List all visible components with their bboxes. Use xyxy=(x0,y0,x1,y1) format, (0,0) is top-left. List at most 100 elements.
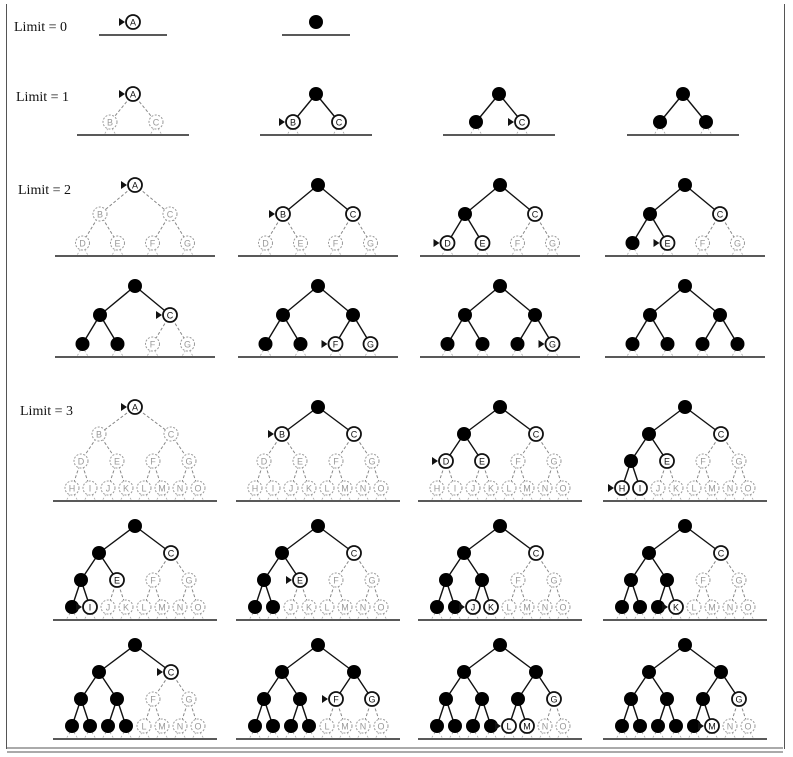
expanded-node-circle xyxy=(714,665,728,679)
node-C xyxy=(347,665,361,679)
node-G xyxy=(730,337,745,351)
expanded-node-circle xyxy=(643,207,657,221)
frontier-node-circle xyxy=(127,177,143,193)
node-B xyxy=(92,546,106,560)
tree-edge xyxy=(463,406,501,435)
node-letter: L xyxy=(324,603,329,613)
node-L: L xyxy=(686,599,702,615)
frontier-node-circle xyxy=(109,572,125,588)
node-letter: D xyxy=(78,457,85,467)
frontier-node-circle xyxy=(713,426,729,442)
frontier-node-circle xyxy=(328,691,344,707)
node-A xyxy=(311,638,325,652)
node-G: G xyxy=(731,572,747,588)
expanded-node-circle xyxy=(293,692,307,706)
unvisited-node-circle xyxy=(695,235,710,251)
node-letter: N xyxy=(727,484,734,494)
node-D: D xyxy=(432,453,454,469)
node-F: F xyxy=(695,572,711,588)
frontier-node-circle xyxy=(704,718,720,734)
node-letter: B xyxy=(280,210,286,220)
node-letter: A xyxy=(132,181,138,191)
limit-2-step-7: G xyxy=(420,279,580,358)
unvisited-node-circle xyxy=(722,480,738,496)
node-J: J xyxy=(650,480,666,496)
node-letter: C xyxy=(168,430,175,440)
unvisited-node-circle xyxy=(256,453,272,469)
node-letter: N xyxy=(360,484,367,494)
node-A xyxy=(309,15,323,29)
node-B xyxy=(642,665,656,679)
node-letter: G xyxy=(549,239,556,249)
node-letter: E xyxy=(479,239,485,249)
unvisited-node-circle xyxy=(686,480,702,496)
node-G: G xyxy=(364,572,380,588)
expanded-node-circle xyxy=(687,719,701,733)
expanded-node-circle xyxy=(83,719,97,733)
node-F: F xyxy=(328,453,344,469)
unvisited-node-circle xyxy=(154,480,170,496)
node-N: N xyxy=(355,599,371,615)
expanded-node-circle xyxy=(458,308,472,322)
node-letter: D xyxy=(262,239,269,249)
unvisited-node-circle xyxy=(190,718,206,734)
node-E: E xyxy=(109,453,125,469)
unvisited-node-circle xyxy=(545,235,560,251)
node-M: M xyxy=(154,718,170,734)
frontier-node-circle xyxy=(364,691,380,707)
unvisited-node-circle xyxy=(100,480,116,496)
node-G: G xyxy=(546,453,562,469)
node-H xyxy=(65,719,79,733)
unvisited-node-circle xyxy=(162,206,178,222)
node-letter: E xyxy=(297,576,303,586)
node-letter: K xyxy=(123,603,129,613)
node-H xyxy=(430,719,444,733)
node-letter: J xyxy=(106,603,111,613)
node-B xyxy=(457,546,471,560)
node-B xyxy=(653,115,667,129)
node-letter: L xyxy=(506,722,511,732)
next-node-marker-icon xyxy=(662,603,668,611)
expanded-node-circle xyxy=(311,178,325,192)
unvisited-node-circle xyxy=(429,480,445,496)
unvisited-node-circle xyxy=(180,336,195,352)
node-C xyxy=(714,665,728,679)
node-N: N xyxy=(722,599,738,615)
node-letter: J xyxy=(289,603,294,613)
expanded-node-circle xyxy=(642,546,656,560)
node-letter: J xyxy=(106,484,111,494)
node-letter: A xyxy=(130,18,136,28)
node-L: L xyxy=(319,480,335,496)
node-E: E xyxy=(474,453,490,469)
node-F xyxy=(511,692,525,706)
node-I: I xyxy=(265,480,281,496)
expanded-node-circle xyxy=(276,308,290,322)
frontier-node-circle xyxy=(632,480,648,496)
node-F: F xyxy=(695,235,710,251)
node-B xyxy=(642,427,656,441)
unvisited-node-circle xyxy=(181,691,197,707)
expanded-node-circle xyxy=(699,115,713,129)
unvisited-node-circle xyxy=(704,599,720,615)
node-B xyxy=(457,665,471,679)
node-B: B xyxy=(102,114,118,130)
node-G: G xyxy=(180,235,195,251)
node-N: N xyxy=(172,480,188,496)
node-F: F xyxy=(510,235,525,251)
node-E: E xyxy=(659,453,675,469)
unvisited-node-circle xyxy=(110,235,125,251)
expanded-node-circle xyxy=(302,719,316,733)
node-letter: O xyxy=(194,484,201,494)
node-A xyxy=(128,638,142,652)
node-K: K xyxy=(668,480,684,496)
node-letter: M xyxy=(523,603,531,613)
node-letter: F xyxy=(333,239,339,249)
node-L: L xyxy=(501,599,517,615)
node-B xyxy=(275,665,289,679)
unvisited-node-circle xyxy=(740,718,756,734)
frontier-node-circle xyxy=(659,235,676,251)
node-F: F xyxy=(322,691,344,707)
